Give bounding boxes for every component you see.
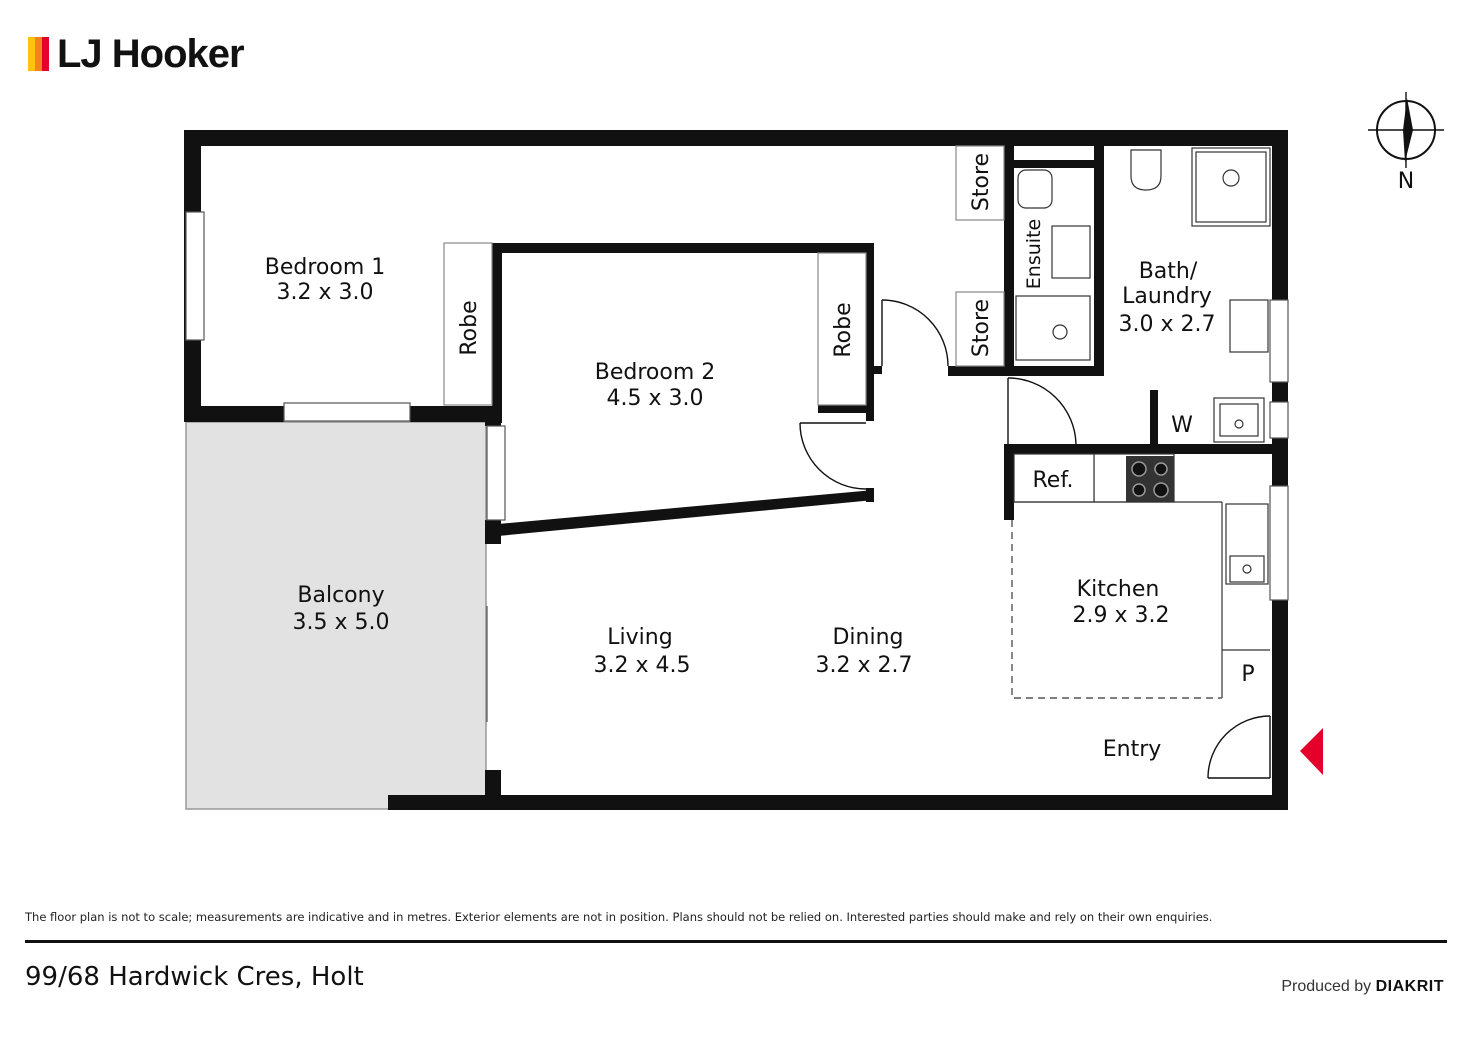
bedroom1-name: Bedroom 1 — [265, 255, 386, 280]
bath-size: 3.0 x 2.7 — [1119, 312, 1216, 337]
windows — [185, 211, 1289, 722]
compass-label: N — [1398, 169, 1414, 194]
dining-size: 3.2 x 2.7 — [816, 653, 913, 678]
balcony-size: 3.5 x 5.0 — [293, 610, 390, 635]
store1-label: Store — [969, 153, 994, 211]
kitchen-size: 2.9 x 3.2 — [1073, 603, 1170, 628]
cooktop-burners — [1131, 461, 1169, 498]
door-swings — [799, 299, 1271, 779]
floor-plan: N Bedroom 1 3.2 x 3.0 Bedroom 2 4.5 x 3.… — [184, 92, 1444, 810]
brand-mark-icon — [28, 37, 49, 71]
brand-stripe-orange — [35, 37, 42, 71]
robe2-outline — [817, 252, 867, 406]
robe2-label: Robe — [831, 302, 856, 357]
kitchen-boundary — [1011, 520, 1222, 699]
bedroom2-walls — [492, 243, 874, 536]
store1-outline — [955, 145, 1005, 221]
living-name: Living — [607, 625, 672, 650]
brand-stripe-yellow — [28, 37, 35, 71]
dining-name: Dining — [832, 625, 903, 650]
bath-name-line1: Bath/ — [1139, 259, 1198, 284]
bedroom2-name: Bedroom 2 — [595, 360, 716, 385]
bedroom1-size: 3.2 x 3.0 — [277, 280, 374, 305]
brand-name: LJ Hooker — [57, 31, 245, 76]
wet-area-walls — [874, 146, 1282, 520]
producer-credit: Produced by DIAKRIT — [1281, 978, 1444, 996]
bath-name-line2: Laundry — [1122, 284, 1212, 309]
disclaimer-text: The floor plan is not to scale; measurem… — [25, 910, 1213, 924]
fridge-label: Ref. — [1033, 468, 1074, 493]
brand-stripe-red — [42, 37, 49, 71]
washer-label: W — [1171, 413, 1193, 438]
robe1-label: Robe — [457, 300, 482, 355]
entry-name: Entry — [1103, 737, 1162, 762]
compass-icon — [1368, 92, 1444, 168]
kitchen-name: Kitchen — [1077, 577, 1160, 602]
property-address: 99/68 Hardwick Cres, Holt — [25, 962, 364, 992]
footer-divider — [25, 940, 1447, 943]
store2-outline — [955, 291, 1005, 367]
balcony-name: Balcony — [297, 583, 384, 608]
bedroom2-size: 4.5 x 3.0 — [607, 386, 704, 411]
pantry-label: P — [1241, 662, 1254, 687]
ensuite-label: Ensuite — [1023, 219, 1045, 289]
living-size: 3.2 x 4.5 — [594, 653, 691, 678]
balcony-area — [185, 421, 487, 810]
producer-brand: DIAKRIT — [1375, 978, 1444, 995]
brand-logo: LJ Hooker — [28, 30, 245, 78]
entry-marker-icon — [1300, 728, 1323, 775]
producer-prefix: Produced by — [1281, 978, 1372, 995]
store2-label: Store — [969, 299, 994, 357]
robe1-outline — [443, 242, 493, 406]
